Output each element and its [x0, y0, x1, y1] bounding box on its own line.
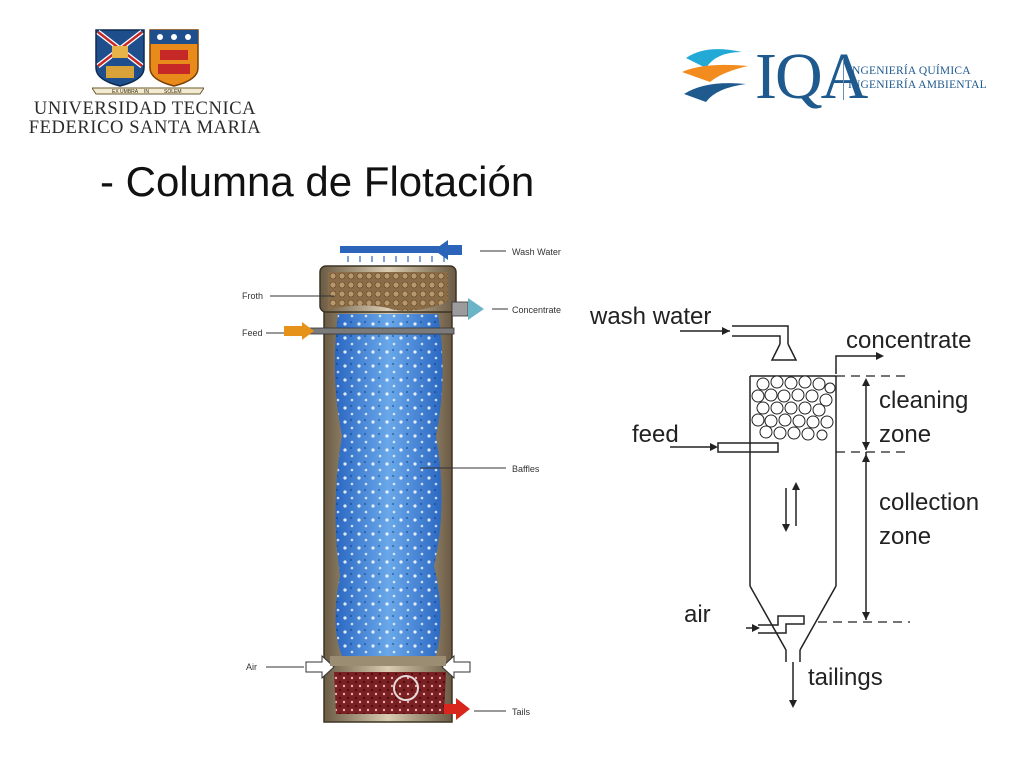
photo-label-concentrate: Concentrate [512, 305, 561, 315]
photo-label-froth: Froth [242, 291, 263, 301]
usm-ribbon-left: EX UMBRA [112, 89, 139, 95]
usm-name: UNIVERSIDAD TECNICA FEDERICO SANTA MARIA [14, 100, 276, 138]
photo-label-baffles: Baffles [512, 464, 540, 474]
concentrate-arrow-icon [468, 298, 484, 320]
photo-label-feed: Feed [242, 328, 263, 338]
schematic-label-collection-zone: zone [879, 523, 931, 550]
schematic-label-collection: collection [879, 489, 979, 516]
column-illustration: Wash Water Froth Concentrate Feed Baffle… [242, 240, 561, 723]
schematic-label-feed: feed [632, 421, 679, 448]
column-schematic: wash water concentrate cleaning zone fee… [589, 303, 979, 708]
usm-logo: EX UMBRA IN SOLEM UNIVERSIDAD TECNICA FE… [0, 0, 290, 150]
usm-ribbon-mid: IN [144, 89, 149, 95]
iqa-divider [843, 58, 844, 100]
schematic-label-tailings: tailings [808, 664, 883, 691]
wash-water-arrow-icon [434, 240, 462, 260]
schematic-froth-bubbles [751, 375, 836, 441]
slide-title: - Columna de Flotación [100, 158, 535, 205]
iqa-swoosh-icon [682, 49, 748, 102]
usm-name-line1: UNIVERSIDAD TECNICA [33, 99, 257, 119]
iqa-line1: INGENIERÍA QUÍMICA [848, 65, 971, 77]
wash-water-manifold [340, 246, 452, 253]
photo-label-wash-water: Wash Water [512, 247, 561, 257]
photo-label-air: Air [246, 662, 257, 672]
schematic-label-wash-water: wash water [589, 303, 711, 330]
feed-arrow-icon [284, 322, 314, 340]
usm-crest-icon: EX UMBRA IN SOLEM [92, 29, 204, 95]
schematic-label-air: air [684, 601, 711, 628]
air-left-arrow-icon [305, 654, 335, 680]
schematic-label-concentrate: concentrate [846, 327, 971, 354]
tails-zone [334, 672, 446, 714]
froth-layer [328, 272, 448, 311]
iqa-lines: INGENIERÍA QUÍMICA INGENIERÍA AMBIENTAL [848, 64, 987, 92]
schematic-label-cleaning-zone: zone [879, 421, 931, 448]
usm-name-line2: FEDERICO SANTA MARIA [28, 118, 262, 138]
photo-label-tails: Tails [512, 707, 531, 717]
usm-ribbon-right: SOLEM [164, 89, 182, 95]
iqa-logo [676, 36, 1006, 116]
schematic-label-cleaning: cleaning [879, 387, 968, 414]
air-right-arrow-icon [441, 654, 471, 680]
tails-arrow-icon [444, 698, 470, 720]
iqa-brand: IQA [755, 40, 868, 113]
iqa-line2: INGENIERÍA AMBIENTAL [848, 79, 987, 91]
